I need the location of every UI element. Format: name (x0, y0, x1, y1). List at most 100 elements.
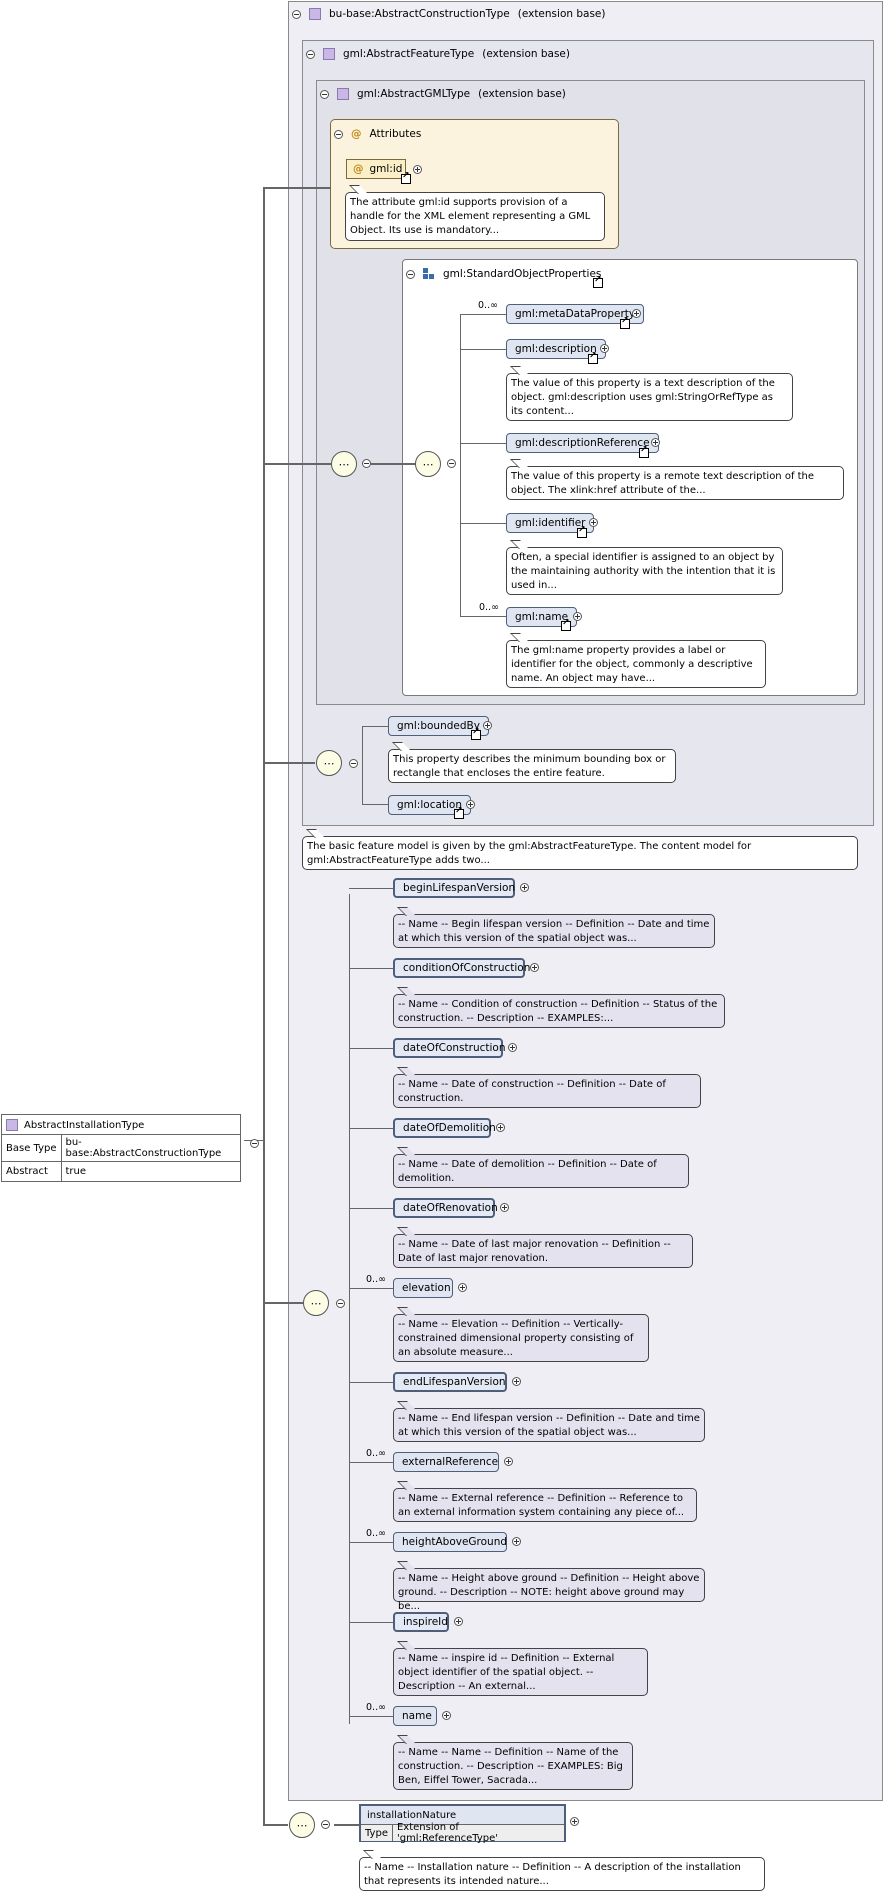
element-dateofconstruction[interactable]: dateOfConstruction (393, 1038, 506, 1058)
expand-icon[interactable] (589, 518, 598, 527)
collapse-icon[interactable] (306, 49, 315, 59)
expand-icon[interactable] (530, 963, 539, 972)
link-arrow-icon[interactable] (561, 618, 571, 631)
attributes-title: Attributes (369, 128, 422, 140)
element-endlifespanversion[interactable]: endLifespanVersion (393, 1372, 507, 1392)
table-key: Base Type (1, 1134, 62, 1162)
element-name: installationNature (367, 1809, 457, 1821)
element-name: beginLifespanVersion (403, 882, 516, 894)
type-value: Extension of 'gml:ReferenceType' (396, 1822, 499, 1844)
link-arrow-icon[interactable] (639, 445, 649, 458)
element-documentation: The gml:name property provides a label o… (506, 640, 766, 688)
expand-icon[interactable] (512, 1377, 521, 1386)
element-heightaboveground[interactable]: heightAboveGround (393, 1532, 507, 1552)
expand-icon[interactable] (483, 721, 492, 730)
connector-line (334, 1824, 360, 1826)
element-name: dateOfRenovation (403, 1202, 498, 1214)
element-installationnature[interactable]: installationNature Type Extension of 'gm… (359, 1804, 566, 1844)
expand-icon[interactable] (500, 1203, 509, 1212)
sequence-icon[interactable]: ⋯ (316, 750, 342, 776)
collapse-icon[interactable] (250, 1139, 259, 1148)
element-beginlifespanversion[interactable]: beginLifespanVersion (393, 878, 515, 898)
element-documentation: -- Name -- Condition of construction -- … (393, 994, 725, 1028)
connector-line (460, 443, 506, 444)
element-name: gml:name (515, 611, 569, 623)
collapse-icon[interactable] (334, 129, 343, 139)
collapse-icon[interactable] (321, 1820, 330, 1829)
element-dateofdemolition[interactable]: dateOfDemolition (393, 1118, 496, 1138)
link-arrow-icon[interactable] (620, 316, 630, 329)
connector-line (349, 968, 393, 969)
table-key: Abstract (1, 1161, 62, 1182)
element-externalreference[interactable]: externalReference (393, 1452, 499, 1472)
sequence-icon[interactable]: ⋯ (289, 1812, 315, 1838)
collapse-icon[interactable] (336, 1299, 345, 1308)
expand-icon[interactable] (413, 165, 422, 174)
expand-icon[interactable] (466, 800, 475, 809)
connector-line (349, 1716, 393, 1717)
element-conditionofconstruction[interactable]: conditionOfConstruction (393, 958, 530, 978)
sequence-icon[interactable]: ⋯ (303, 1290, 329, 1316)
element-dateofrenovation[interactable]: dateOfRenovation (393, 1198, 498, 1218)
sequence-icon[interactable]: ⋯ (331, 451, 357, 477)
link-arrow-icon[interactable] (454, 806, 464, 819)
element-elevation[interactable]: elevation (393, 1278, 453, 1298)
extension-suffix: (extension base) (482, 48, 570, 60)
connector-line (349, 1382, 393, 1383)
expand-icon[interactable] (512, 1537, 521, 1546)
element-documentation: Often, a special identifier is assigned … (506, 547, 783, 595)
link-arrow-icon[interactable] (588, 351, 598, 364)
collapse-icon[interactable] (362, 459, 371, 468)
expand-icon[interactable] (600, 344, 609, 353)
element-name[interactable]: name (393, 1706, 437, 1726)
attribute-gml-id[interactable]: @ gml:id (346, 159, 406, 179)
element-name: endLifespanVersion (403, 1376, 506, 1388)
collapse-icon[interactable] (320, 89, 329, 99)
feature-documentation: The basic feature model is given by the … (302, 836, 858, 870)
expand-icon[interactable] (632, 309, 641, 318)
link-arrow-icon[interactable] (471, 727, 481, 740)
expand-icon[interactable] (458, 1283, 467, 1292)
element-documentation: The value of this property is a remote t… (506, 466, 844, 500)
link-arrow-icon[interactable] (401, 171, 411, 184)
collapse-icon[interactable] (349, 759, 358, 768)
collapse-icon[interactable] (447, 459, 456, 468)
expand-icon[interactable] (496, 1123, 505, 1132)
collapse-icon[interactable] (406, 269, 415, 279)
element-name: conditionOfConstruction (403, 962, 531, 974)
attribute-documentation: The attribute gml:id supports provision … (345, 192, 605, 241)
expand-icon[interactable] (454, 1617, 463, 1626)
sequence-icon[interactable]: ⋯ (415, 451, 441, 477)
expand-icon[interactable] (573, 612, 582, 621)
link-arrow-icon[interactable] (593, 275, 603, 288)
group-title: gml:StandardObjectProperties (443, 268, 602, 280)
connector-line (263, 187, 265, 1825)
connector-line (349, 888, 393, 889)
element-gml-name[interactable]: gml:name (506, 607, 578, 627)
expand-icon[interactable] (504, 1457, 513, 1466)
element-gml-descriptionreference[interactable]: gml:descriptionReference (506, 433, 659, 453)
type-title: AbstractInstallationType (24, 1119, 145, 1131)
expand-icon[interactable] (442, 1711, 451, 1720)
element-gml-boundedby[interactable]: gml:boundedBy (388, 716, 489, 736)
expand-icon[interactable] (520, 883, 529, 892)
connector-line (263, 1302, 303, 1304)
element-name: name (402, 1710, 432, 1722)
expand-icon[interactable] (508, 1043, 517, 1052)
extension-header-construction: bu-base:AbstractConstructionType (extens… (292, 6, 605, 22)
connector-line (349, 1288, 393, 1289)
element-name: gml:descriptionReference (515, 437, 650, 449)
element-documentation: -- Name -- Installation nature -- Defini… (359, 1857, 765, 1891)
expand-icon[interactable] (651, 438, 660, 447)
attribute-icon: @ (351, 128, 362, 140)
element-gml-metadataproperty[interactable]: gml:metaDataProperty (506, 304, 645, 324)
element-name: heightAboveGround (402, 1536, 508, 1548)
element-inspireid[interactable]: inspireId (393, 1612, 449, 1632)
connector-line (263, 1824, 288, 1826)
group-icon (423, 268, 435, 280)
link-arrow-icon[interactable] (577, 525, 587, 538)
expand-icon[interactable] (570, 1817, 579, 1826)
element-documentation: -- Name -- inspire id -- Definition -- E… (393, 1648, 648, 1696)
extension-header-gml: gml:AbstractGMLType (extension base) (320, 86, 566, 102)
collapse-icon[interactable] (292, 9, 301, 19)
